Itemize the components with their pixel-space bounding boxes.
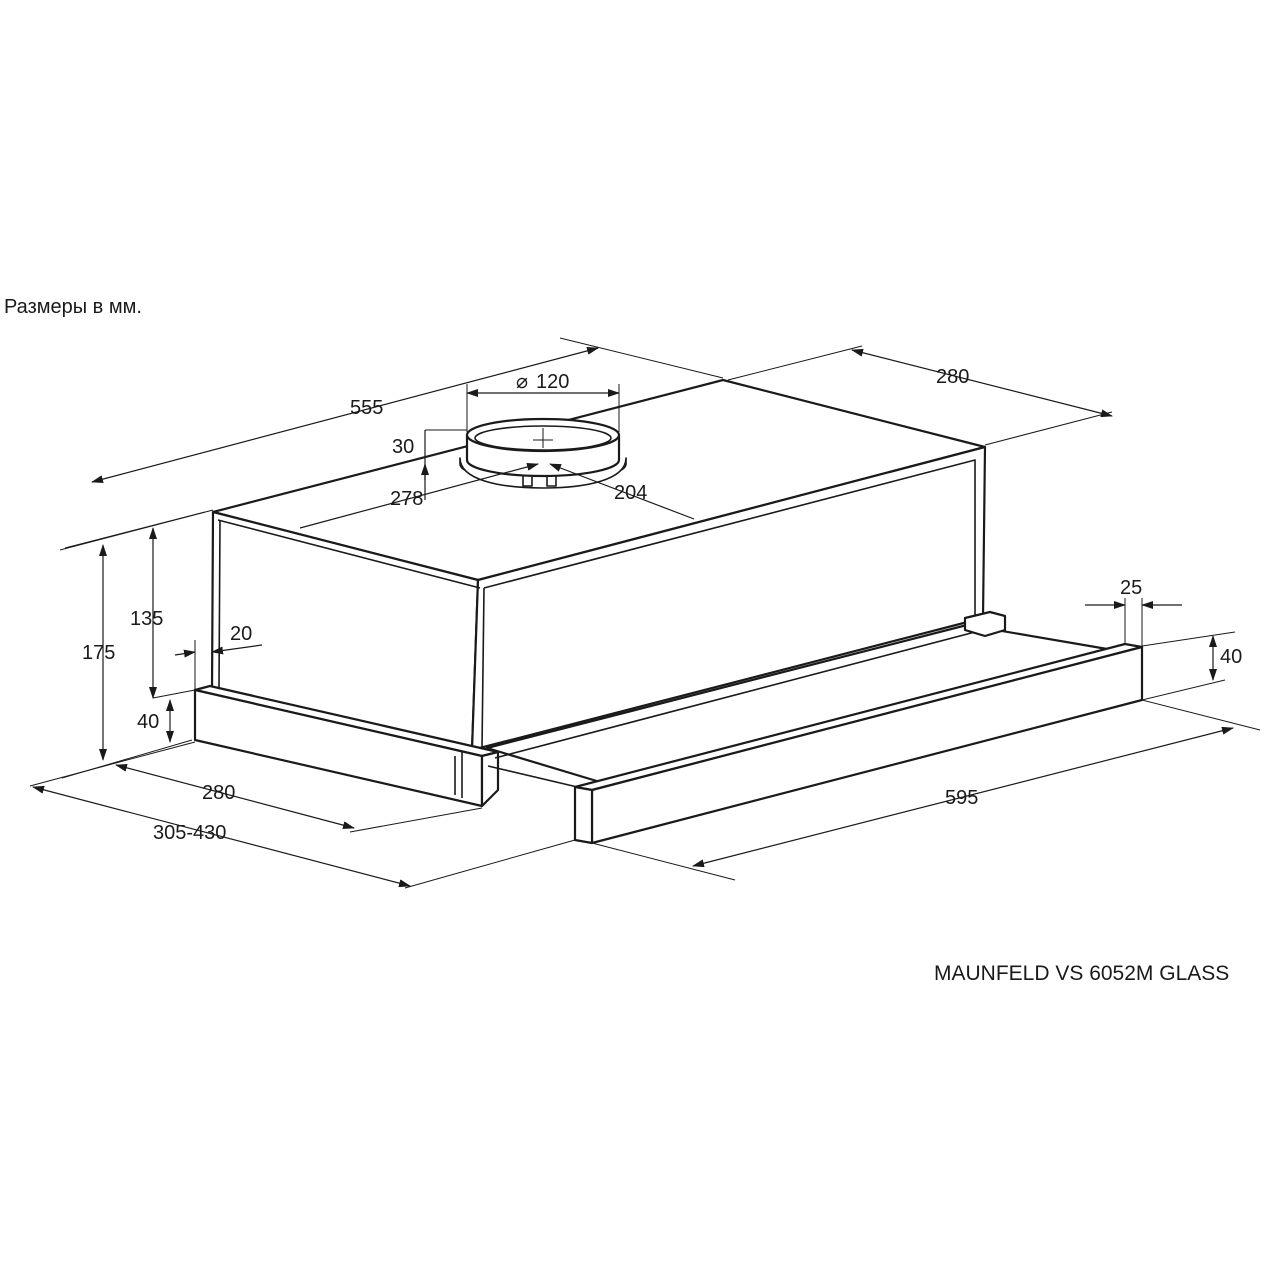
front-bar-end [573,785,594,845]
ext-555-right [559,337,724,379]
ext-305-right [404,839,576,889]
dimension-lines [29,337,1261,889]
left-rail [193,684,500,808]
dim-label-305-430: 305-430 [153,822,226,844]
ext-595-right [1141,699,1261,731]
dim-line-280-top [851,348,1113,418]
dim-label-555: 555 [350,397,383,419]
dim-line-595 [692,726,1234,868]
dim-label-280-top: 280 [936,366,969,388]
dim-label-135: 135 [130,608,163,630]
dim-label-278: 278 [390,488,423,510]
dim-line-305-430 [32,785,411,888]
dim-label-204: 204 [614,482,647,504]
ext-280-bottom-right [349,807,483,833]
hood-top-edge-left [217,519,481,589]
ext-305-left [29,763,113,787]
ext-280-bottom-left [111,741,196,765]
model-label: MAUNFELD VS 6052M GLASS [934,962,1230,985]
dim-line-555 [91,346,599,484]
ext-40-right-bottom [1141,679,1226,701]
dim-arrow-20-right [211,644,263,655]
dimension-labels: 555 280 ⌀ 120 30 278 204 135 175 20 40 2… [82,366,1242,844]
dim-label-40-left: 40 [137,711,159,733]
ext-40-right-top [1141,631,1236,647]
duct-connector [459,417,627,489]
ext-595-left [591,842,736,881]
dim-line-278 [299,462,539,529]
units-note: Размеры в мм. [4,296,142,318]
dim-arrow-20-left [174,649,196,658]
dim-label-30: 30 [392,436,414,458]
hood-top-edge-right [483,459,976,616]
hood-left-edge [218,519,221,689]
dim-label-120: 120 [536,371,569,393]
dim-label-595: 595 [945,787,978,809]
dim-label-120-symbol: ⌀ [516,371,528,393]
ext-175-top [64,511,206,549]
ext-280-top-left [727,345,863,381]
left-rail-end [480,750,500,808]
dim-line-204 [549,463,695,520]
ext-280-top-right [984,411,1113,446]
panel-tray-lip [494,631,976,759]
dim-label-25: 25 [1120,577,1142,599]
right-bracket [963,610,1007,638]
hood-corner-edge [481,587,485,749]
ext-135-bottom [152,689,196,699]
dim-label-20: 20 [230,623,252,645]
dim-label-280-bottom: 280 [202,782,235,804]
dim-label-40-right: 40 [1220,646,1242,668]
panel-tray-inner [487,765,591,791]
dim-label-175: 175 [82,642,115,664]
